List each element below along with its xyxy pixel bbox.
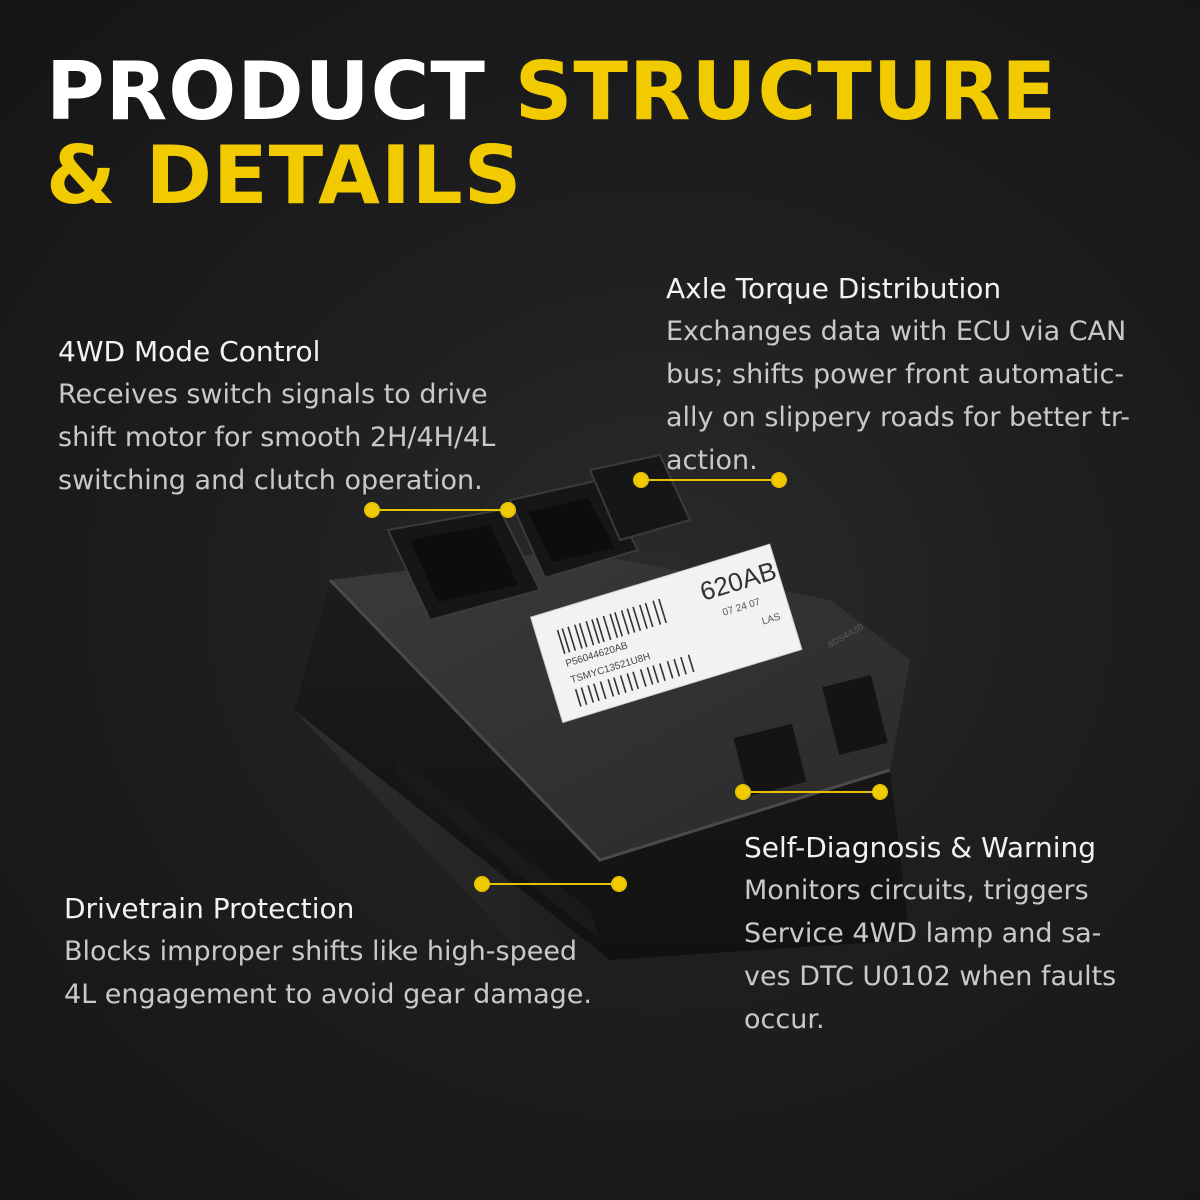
module-front-face xyxy=(294,580,910,960)
page-title: PRODUCT STRUCTURE & DETAILS xyxy=(46,50,1057,218)
feature-protection: Drivetrain Protection Blocks improper sh… xyxy=(64,888,592,1016)
feature-torque-title: Axle Torque Distribution xyxy=(666,272,1002,305)
feature-diagnosis-desc: Monitors circuits, triggers Service 4WD … xyxy=(744,875,1117,1035)
headline-part-1: PRODUCT xyxy=(46,45,515,138)
feature-mode-control-title: 4WD Mode Control xyxy=(58,335,321,368)
headline-part-3: & DETAILS xyxy=(46,129,523,222)
feature-torque-desc: Exchanges data with ECU via CAN bus; shi… xyxy=(666,316,1130,476)
feature-mode-control: 4WD Mode Control Receives switch signals… xyxy=(58,331,495,502)
product-image: 620AB P56044620AB TSMYC13521U8H 07 24 07… xyxy=(270,440,950,960)
control-module-illustration: 620AB P56044620AB TSMYC13521U8H 07 24 07… xyxy=(294,453,910,960)
feature-torque: Axle Torque Distribution Exchanges data … xyxy=(666,268,1130,482)
feature-mode-control-desc: Receives switch signals to drive shift m… xyxy=(58,379,496,496)
feature-protection-title: Drivetrain Protection xyxy=(64,892,355,925)
module-base-step xyxy=(390,750,600,940)
feature-diagnosis-title: Self-Diagnosis & Warning xyxy=(744,831,1097,864)
feature-protection-desc: Blocks improper shifts like high-speed 4… xyxy=(64,936,592,1010)
feature-diagnosis: Self-Diagnosis & Warning Monitors circui… xyxy=(744,827,1116,1041)
product-label: 620AB P56044620AB TSMYC13521U8H 07 24 07… xyxy=(530,543,803,724)
headline-part-2: STRUCTURE xyxy=(514,45,1057,138)
label-small: LAS xyxy=(761,611,783,627)
